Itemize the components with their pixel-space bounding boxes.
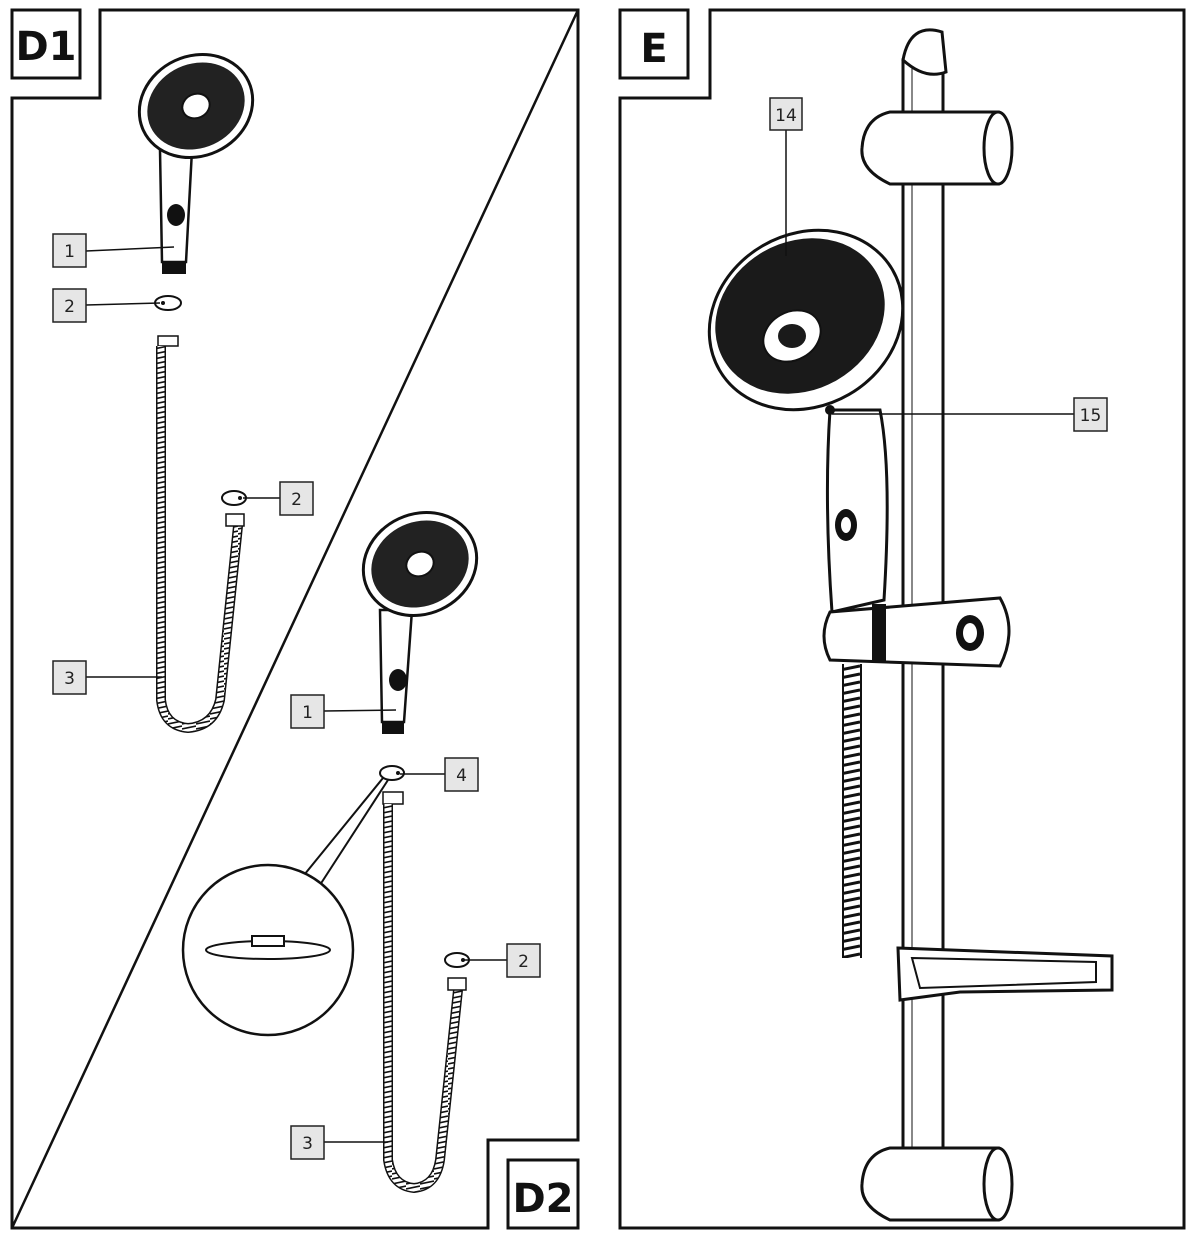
panel-e: E — [618, 8, 1186, 1230]
callout-d1-washer-bottom: 2 — [243, 481, 314, 516]
d2-title: D2 — [512, 1176, 573, 1222]
callout-d1-hose: 3 — [52, 660, 162, 695]
callout-d1-washer-top: 2 — [52, 288, 161, 323]
diagonal-divider — [10, 9, 580, 1229]
callout-e-spray-selector: 15 — [832, 397, 1108, 432]
svg-text:14: 14 — [775, 106, 797, 126]
svg-text:2: 2 — [518, 952, 529, 972]
callout-d2-washer: 2 — [464, 943, 541, 978]
d2-flow-limiter — [379, 765, 405, 781]
svg-text:15: 15 — [1080, 406, 1102, 426]
soap-dish — [896, 946, 1114, 1002]
panel-d1-d2: D1 D2 — [10, 8, 580, 1230]
svg-text:3: 3 — [302, 1134, 313, 1154]
wall-bracket-bottom — [860, 1146, 1014, 1222]
callout-d2-hose: 3 — [290, 1125, 388, 1160]
d2-magnifier — [181, 777, 389, 1037]
svg-text:1: 1 — [302, 703, 313, 723]
callout-d2-handshower: 1 — [290, 694, 397, 729]
d2-title-box — [506, 1158, 580, 1230]
spray-selector-tab — [825, 405, 835, 415]
e-title-box — [618, 8, 690, 80]
wall-bracket-top — [860, 110, 1014, 186]
svg-text:1: 1 — [64, 242, 75, 262]
panel-e-frame — [618, 8, 1186, 1230]
callout-e-spray-face: 14 — [769, 97, 803, 256]
e-title: E — [640, 26, 667, 72]
e-handshower — [825, 408, 889, 614]
d1-hose — [156, 335, 245, 734]
d1-washer-bottom — [221, 490, 247, 506]
svg-text:2: 2 — [291, 490, 302, 510]
svg-text:2: 2 — [64, 297, 75, 317]
svg-text:3: 3 — [64, 669, 75, 689]
d1-title: D1 — [15, 24, 76, 70]
svg-text:4: 4 — [456, 766, 467, 786]
d2-handshower — [344, 492, 496, 734]
e-spray-head — [707, 228, 905, 415]
panel-d-frame — [10, 8, 580, 1230]
d1-handshower — [120, 34, 272, 274]
d1-title-box — [10, 8, 82, 80]
callout-d1-handshower: 1 — [52, 233, 175, 268]
rail-end-cap — [901, 28, 948, 76]
slider-holder — [822, 596, 1011, 668]
callout-d2-flow-limiter: 4 — [400, 757, 479, 792]
d2-hose — [382, 791, 467, 1194]
